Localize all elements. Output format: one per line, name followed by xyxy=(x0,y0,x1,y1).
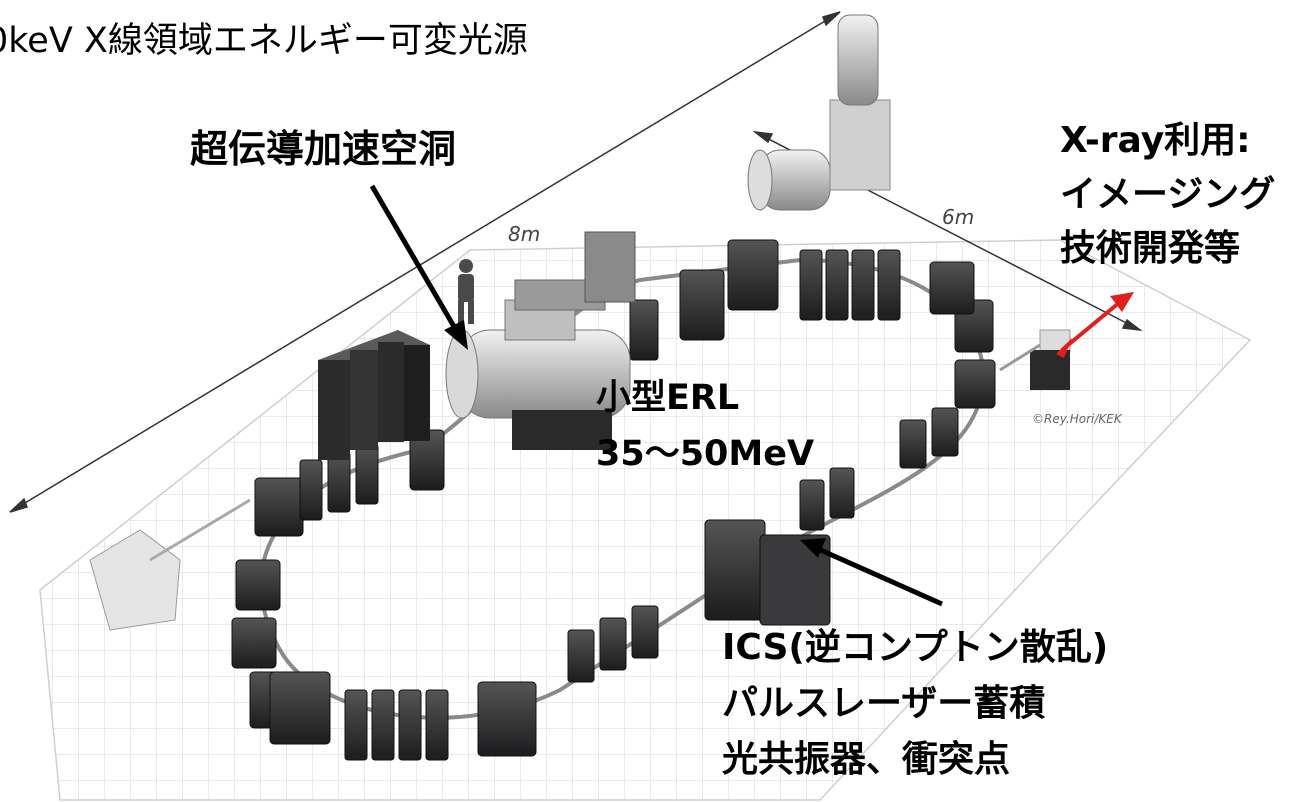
xray-usage-label: X-ray利用: イメージング 技術開発等 xyxy=(1060,114,1275,276)
dimension-8m: 8m xyxy=(508,222,541,246)
erl-label: 小型ERL 35～50MeV xyxy=(596,370,814,482)
dimension-6m: 6m xyxy=(942,205,975,229)
xray-line-3: 技術開発等 xyxy=(1060,228,1241,269)
erl-line-2: 35～50MeV xyxy=(596,434,815,474)
cavity-label: 超伝導加速空洞 xyxy=(190,127,457,171)
beam-dump xyxy=(89,498,251,631)
page-title: 0keV X線領域エネルギー可変光源 xyxy=(0,21,528,61)
xray-line-2: イメージング xyxy=(1060,174,1276,215)
person-figure xyxy=(458,259,474,324)
ring-magnets xyxy=(231,239,996,761)
rack-cabinets xyxy=(318,330,430,460)
image-credit: ©Rey.Hori/KEK xyxy=(1032,412,1122,426)
ics-line-1: ICS(逆コンプトン散乱) xyxy=(722,627,1109,668)
rf-equipment xyxy=(747,14,891,211)
cavity-cryomodule xyxy=(445,231,636,450)
pointer-arrows xyxy=(369,184,1134,607)
ics-line-3: 光共振器、衝突点 xyxy=(722,739,1011,780)
ics-label: ICS(逆コンプトン散乱) パルスレーザー蓄積 光共振器、衝突点 xyxy=(722,620,1108,788)
ics-line-2: パルスレーザー蓄積 xyxy=(722,683,1046,724)
xray-line-1: X-ray利用: xyxy=(1060,120,1251,161)
erl-line-1: 小型ERL xyxy=(596,378,740,418)
